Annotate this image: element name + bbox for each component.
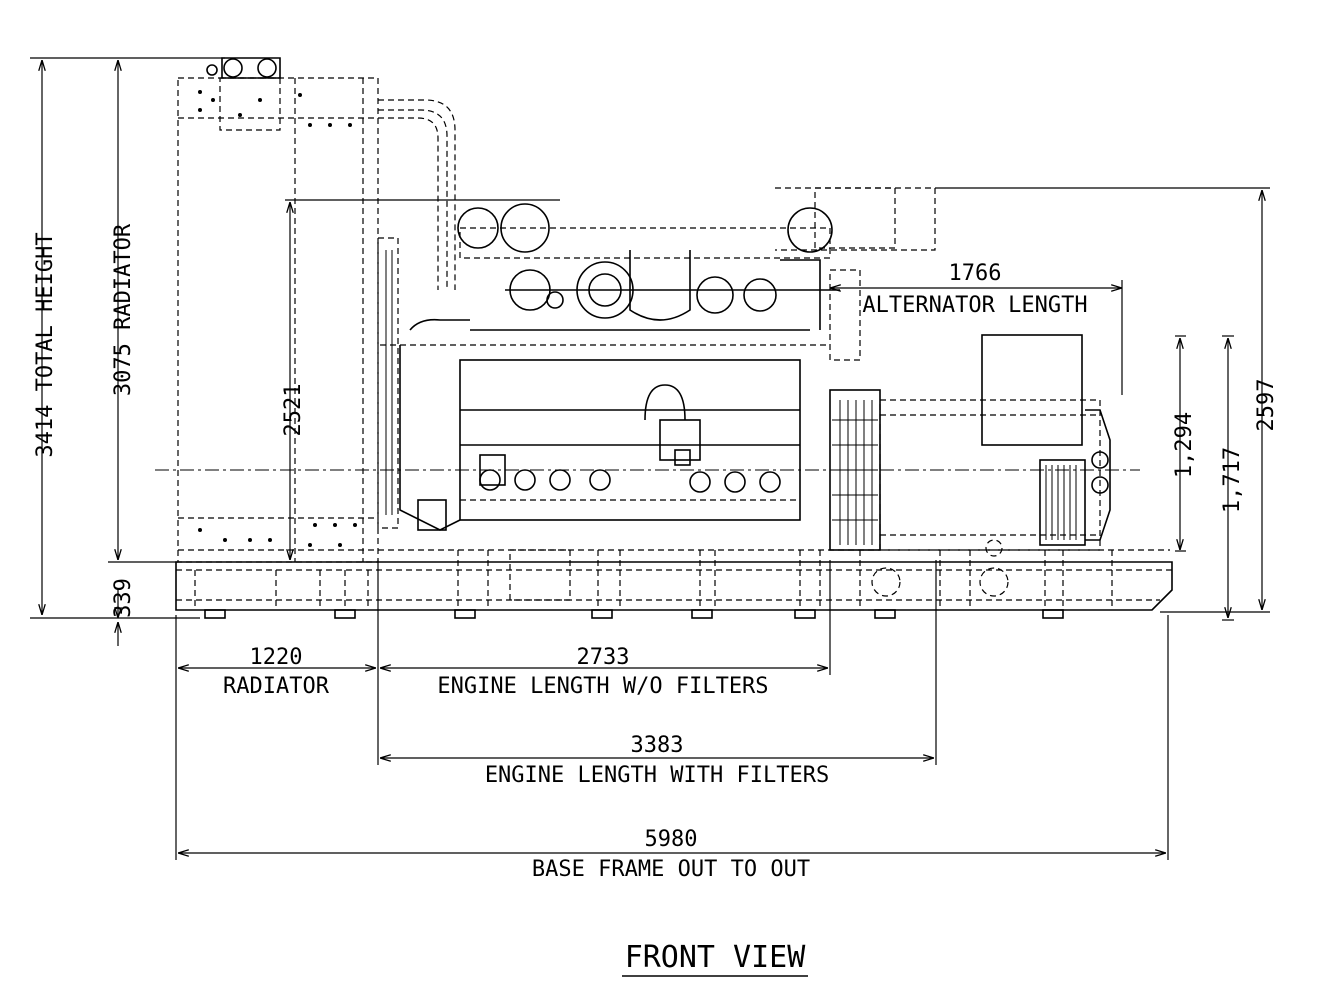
radiator-length-value: 1220 bbox=[250, 645, 303, 670]
engine-height-label: 2521 bbox=[281, 384, 306, 437]
coolant-pipes bbox=[378, 99, 456, 290]
total-height-label: 3414 TOTAL HEIGHT bbox=[33, 232, 58, 457]
engine-wo-filters-label: ENGINE LENGTH W/O FILTERS bbox=[437, 674, 768, 699]
radiator bbox=[177, 57, 399, 563]
vertical-dimensions bbox=[30, 57, 1270, 646]
alternator bbox=[829, 334, 1111, 557]
alternator-length-value: 1766 bbox=[949, 261, 1002, 286]
base-frame-value: 5980 bbox=[645, 827, 698, 852]
alternator-length-label: ALTERNATOR LENGTH bbox=[862, 293, 1087, 318]
horizontal-dimensions bbox=[175, 280, 1169, 977]
overall-right-height-label: 2597 bbox=[1254, 379, 1279, 432]
radiator-height-label: 3075 RADIATOR bbox=[111, 223, 136, 396]
radiator-length-label: RADIATOR bbox=[223, 674, 330, 699]
alternator-height-a-label: 1,294 bbox=[1172, 412, 1197, 478]
base-frame bbox=[175, 549, 1173, 619]
base-height-label: 339 bbox=[111, 578, 136, 618]
base-frame-label: BASE FRAME OUT TO OUT bbox=[532, 857, 810, 882]
engine-with-filters-label: ENGINE LENGTH WITH FILTERS bbox=[485, 763, 829, 788]
engine bbox=[380, 187, 936, 531]
view-title: FRONT VIEW bbox=[625, 940, 807, 975]
alternator-height-b-label: 1,717 bbox=[1220, 447, 1245, 513]
engine-with-filters-value: 3383 bbox=[631, 733, 684, 758]
engine-wo-filters-value: 2733 bbox=[577, 645, 630, 670]
